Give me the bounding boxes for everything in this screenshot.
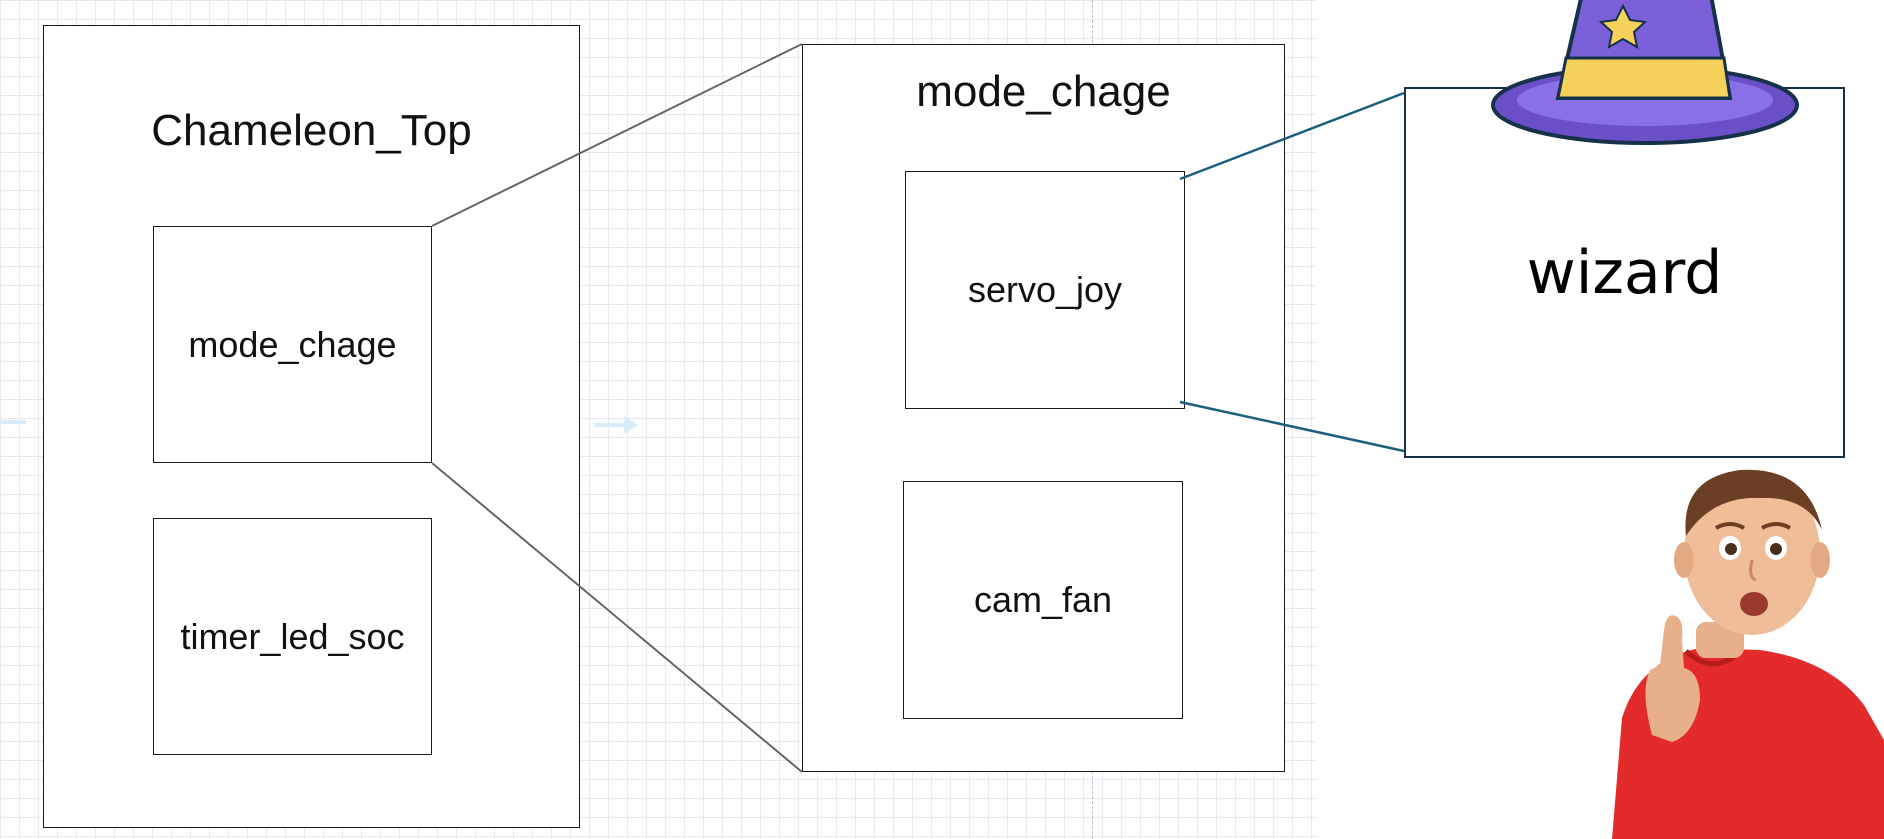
callout-line-top: [1179, 91, 1405, 181]
surprised-boy-figure: [1612, 469, 1884, 839]
cam-fan-label: cam_fan: [973, 579, 1113, 620]
wizard-hat-icon: [1491, 0, 1799, 145]
timer-led-soc-box[interactable]: timer_led_soc: [153, 518, 432, 755]
zoom-line-bottom: [431, 462, 803, 773]
servo-joy-label: servo_joy: [967, 269, 1123, 310]
wizard-callout-box: wizard: [1404, 87, 1845, 458]
chameleon-top-title: Chameleon_Top: [151, 106, 472, 155]
callout-line-bottom: [1179, 400, 1405, 453]
cam-fan-box[interactable]: cam_fan: [903, 481, 1183, 719]
servo-joy-box[interactable]: servo_joy: [905, 171, 1185, 409]
mode-chage-detail-title: mode_chage: [916, 67, 1171, 116]
mode-chage-label: mode_chage: [188, 323, 397, 365]
mode-chage-box[interactable]: mode_chage: [153, 226, 432, 463]
wizard-callout-text: wizard: [1526, 237, 1723, 308]
zoom-line-top: [431, 43, 803, 227]
timer-led-soc-label: timer_led_soc: [180, 615, 405, 657]
faded-arrow-right: [594, 416, 638, 434]
faded-arrow-left: [0, 420, 26, 424]
